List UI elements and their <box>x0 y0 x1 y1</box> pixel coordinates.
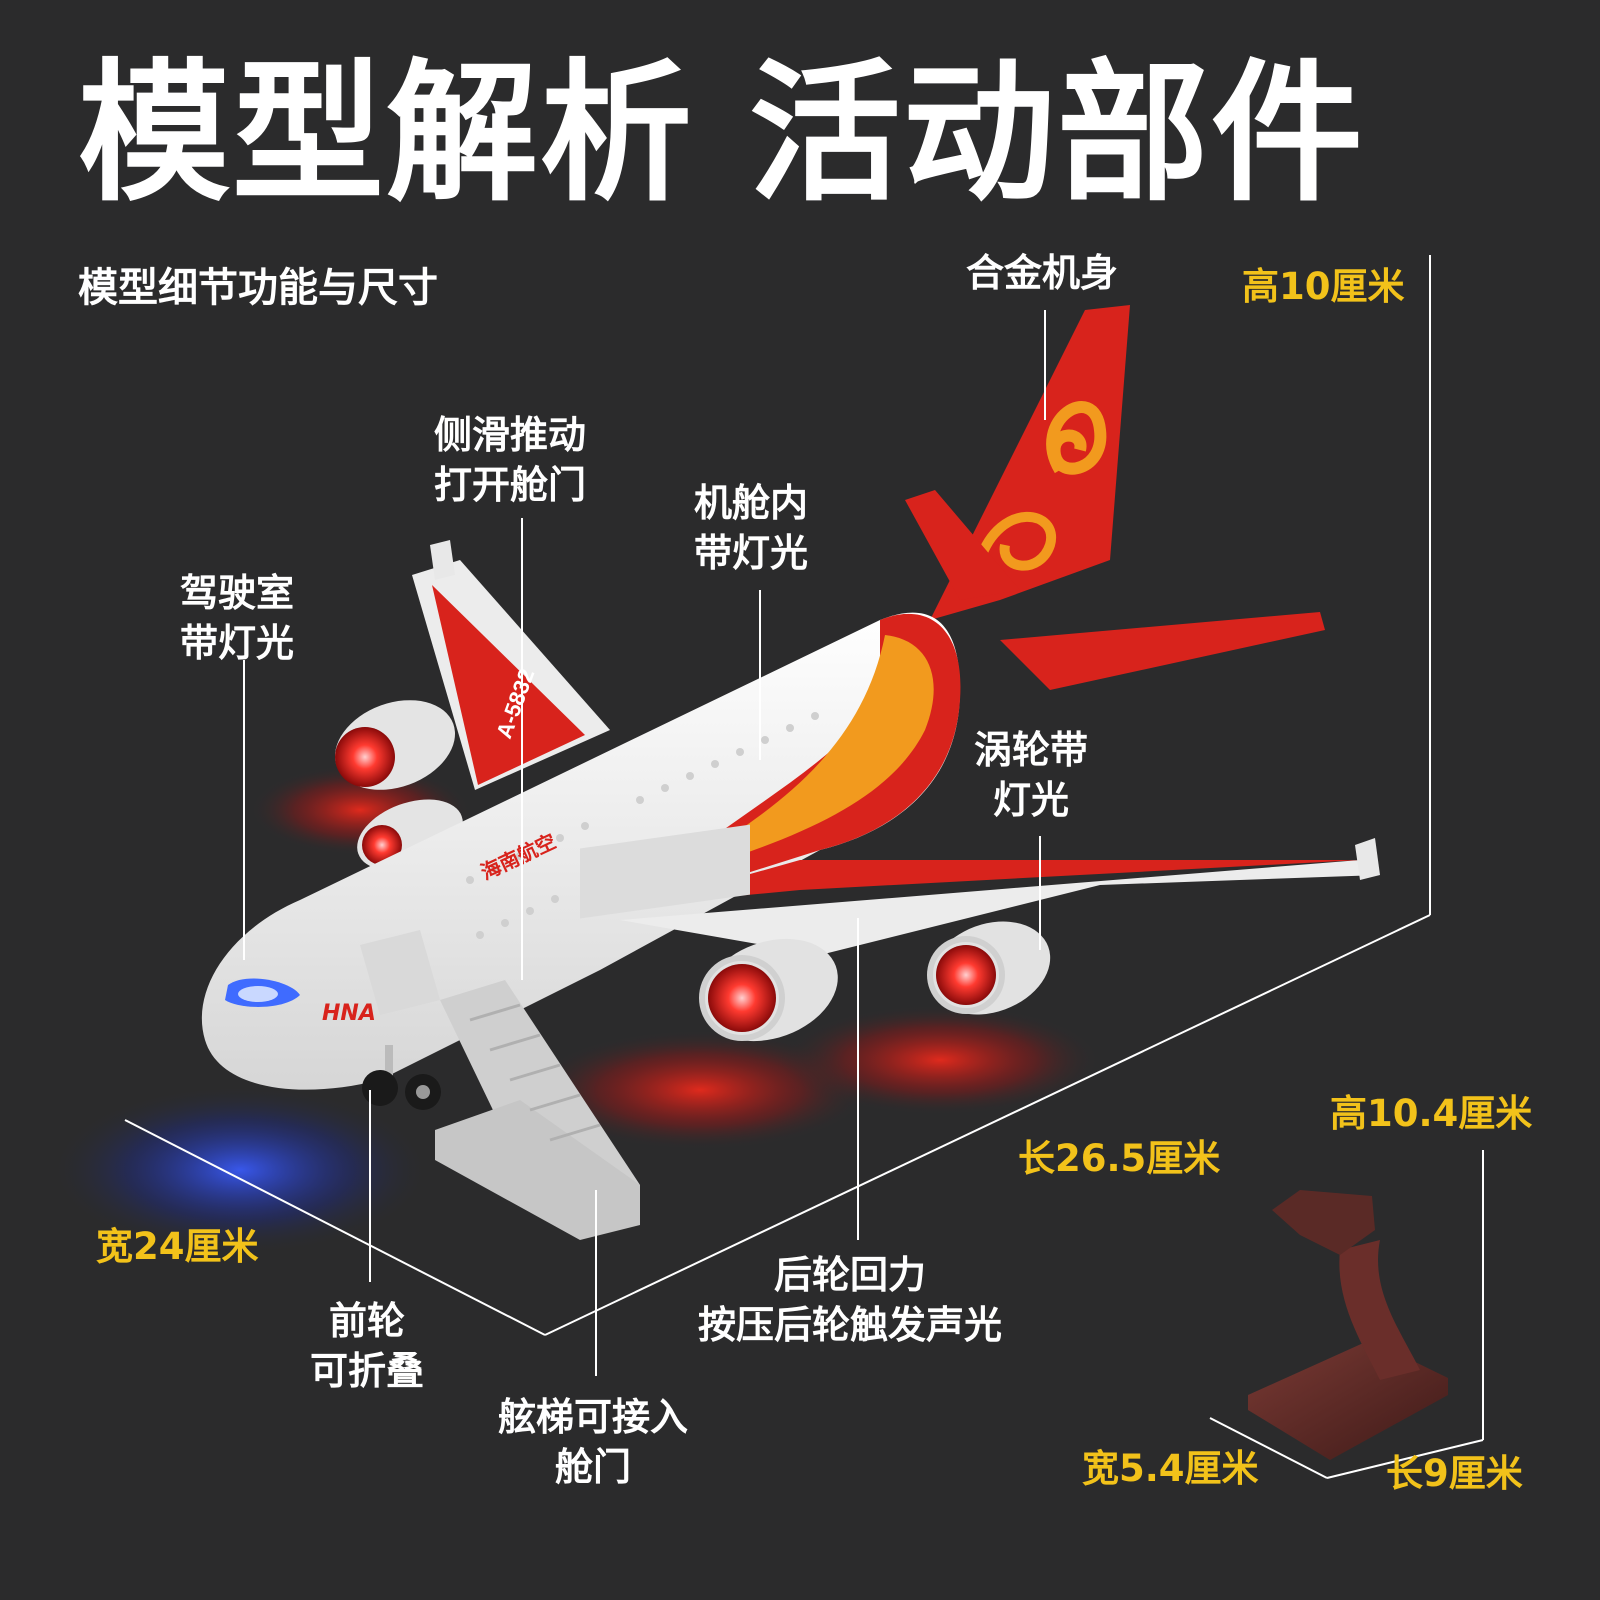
nose-text: HNA <box>322 1001 376 1026</box>
dim-stand-length: 长9厘米 <box>1386 1452 1523 1495</box>
stand-width-line <box>1209 1417 1328 1479</box>
callout-cockpit-light-line2: 带灯光 <box>180 621 295 665</box>
near-engine-inner <box>699 938 838 1042</box>
callout-side-door-line1: 侧滑推动 <box>434 413 587 457</box>
callout-turbine-light-line2: 灯光 <box>993 778 1070 822</box>
near-wing <box>620 860 1380 955</box>
stand-cradle <box>1272 1190 1375 1255</box>
blue-glow <box>50 1085 430 1255</box>
tail-logo <box>1046 401 1107 475</box>
display-stand <box>1248 1190 1448 1460</box>
dim-stand-height: 高10.4厘米 <box>1330 1092 1533 1135</box>
callout-pullback: 后轮回力 按压后轮触发声光 <box>698 1250 1002 1350</box>
cockpit-light <box>238 986 278 1002</box>
callout-front-wheel-line2: 可折叠 <box>310 1349 425 1393</box>
far-wing-red-stripe <box>432 585 585 785</box>
fuselage-orange-stripe <box>660 635 934 880</box>
dim-plane-length: 长26.5厘米 <box>1018 1137 1221 1180</box>
airplane-model: A-5832 <box>201 305 1380 1240</box>
dim-plane-width: 宽24厘米 <box>96 1225 259 1268</box>
callout-stairs-line1: 舷梯可接入 <box>498 1395 689 1439</box>
plane-dimension-lines <box>124 255 1431 1336</box>
stand-dimension-lines <box>1209 1150 1484 1479</box>
near-engine-outer <box>927 921 1051 1015</box>
length-line <box>544 914 1431 1336</box>
callout-turbine-light: 涡轮带 灯光 <box>974 725 1088 825</box>
dim-stand-width: 宽5.4厘米 <box>1082 1447 1259 1490</box>
callout-turbine-light-line1: 涡轮带 <box>974 728 1089 772</box>
callout-pullback-line1: 后轮回力 <box>774 1253 927 1297</box>
stand-base <box>1248 1340 1448 1460</box>
page-subtitle: 模型细节功能与尺寸 <box>78 265 438 311</box>
near-wing-red-root <box>640 860 1360 905</box>
red-glow-right <box>780 1005 1100 1115</box>
callout-cabin-light-line2: 带灯光 <box>694 531 809 575</box>
callout-side-door: 侧滑推动 打开舱门 <box>434 410 586 510</box>
floor-glows <box>50 765 1100 1255</box>
callout-stairs-line2: 舱门 <box>555 1445 632 1489</box>
leader-lines <box>243 310 1046 1376</box>
width-line <box>124 1119 546 1336</box>
callout-alloy-body: 合金机身 <box>966 248 1118 298</box>
stand-arm <box>1339 1240 1420 1380</box>
gear-housing <box>580 824 750 919</box>
tail-logo-lower <box>975 511 1057 571</box>
far-stabilizer <box>905 490 1020 600</box>
callout-front-wheel-line1: 前轮 <box>329 1299 406 1343</box>
callout-alloy-body-text: 合金机身 <box>966 251 1119 295</box>
boarding-stairs <box>360 930 640 1240</box>
callout-cabin-light-line1: 机舱内 <box>694 481 809 525</box>
stand-length-line <box>1326 1439 1484 1479</box>
callout-cockpit-light: 驾驶室 带灯光 <box>180 568 294 668</box>
callout-front-wheel: 前轮 可折叠 <box>310 1296 424 1396</box>
callout-side-door-line2: 打开舱门 <box>434 463 587 507</box>
near-winglet <box>1355 838 1380 880</box>
far-engine-upper <box>334 700 456 790</box>
dim-plane-height: 高10厘米 <box>1242 265 1405 308</box>
callout-stairs: 舷梯可接入 舱门 <box>498 1392 688 1492</box>
callout-cockpit-light-line1: 驾驶室 <box>180 571 295 615</box>
vertical-tail <box>930 305 1130 620</box>
callout-cabin-light: 机舱内 带灯光 <box>694 478 808 578</box>
near-stabilizer <box>1000 612 1325 690</box>
callout-pullback-line2: 按压后轮触发声光 <box>698 1303 1003 1347</box>
page-title: 模型解析 活动部件 <box>78 45 1365 222</box>
cabin-windows <box>466 712 819 939</box>
far-winglet <box>430 540 455 580</box>
